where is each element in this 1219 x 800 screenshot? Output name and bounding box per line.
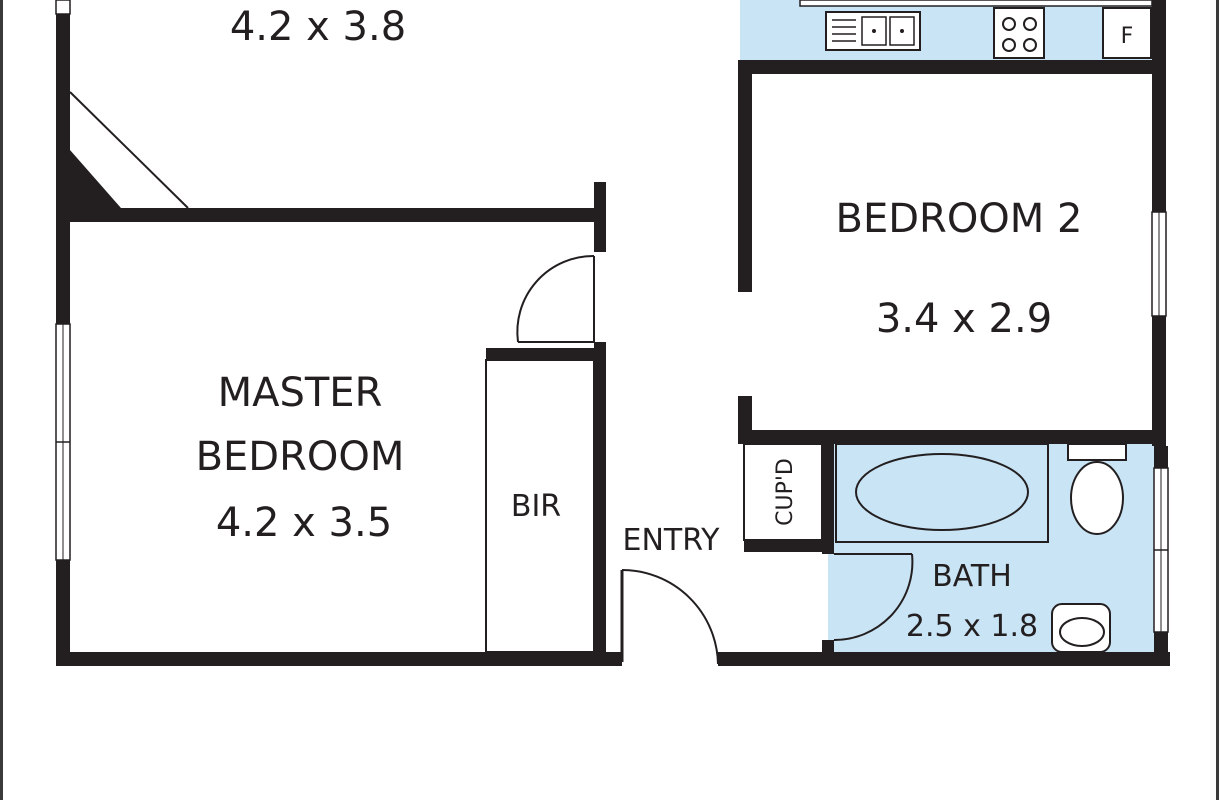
cupboard-outline	[743, 443, 823, 541]
stair-icon	[69, 91, 189, 216]
master-bedroom-name-line1: MASTER	[218, 370, 383, 416]
page-right-border	[1216, 0, 1219, 800]
basin-icon	[1051, 603, 1111, 653]
top-room-dims: 4.2 x 3.8	[230, 4, 406, 50]
bedroom2-name: BEDROOM 2	[836, 196, 1083, 242]
master-bedroom-name-line2: BEDROOM	[196, 434, 405, 480]
bir-label: BIR	[511, 489, 561, 524]
kitchen-area: F	[740, 0, 1160, 62]
windows	[55, 0, 1169, 633]
entry-label: ENTRY	[623, 523, 721, 558]
bedroom2-dims: 3.4 x 2.9	[876, 296, 1052, 342]
fridge-label: F	[1121, 24, 1134, 49]
bath-name: BATH	[932, 559, 1012, 594]
door-entry	[620, 569, 719, 665]
page-left-border	[0, 0, 3, 800]
door-master-bedroom	[516, 254, 595, 343]
master-bedroom-dims: 4.2 x 3.5	[216, 500, 392, 546]
bathtub-icon	[835, 443, 1049, 543]
walls	[56, 0, 1170, 666]
bath-dims: 2.5 x 1.8	[906, 609, 1038, 644]
sink-icon	[825, 11, 921, 51]
fridge-icon: F	[1102, 7, 1152, 59]
toilet-icon	[1067, 443, 1127, 535]
cupboard-label: CUP'D	[773, 458, 798, 526]
door-bath	[833, 553, 914, 642]
stove-icon	[993, 7, 1045, 59]
bir-outline	[485, 359, 595, 653]
